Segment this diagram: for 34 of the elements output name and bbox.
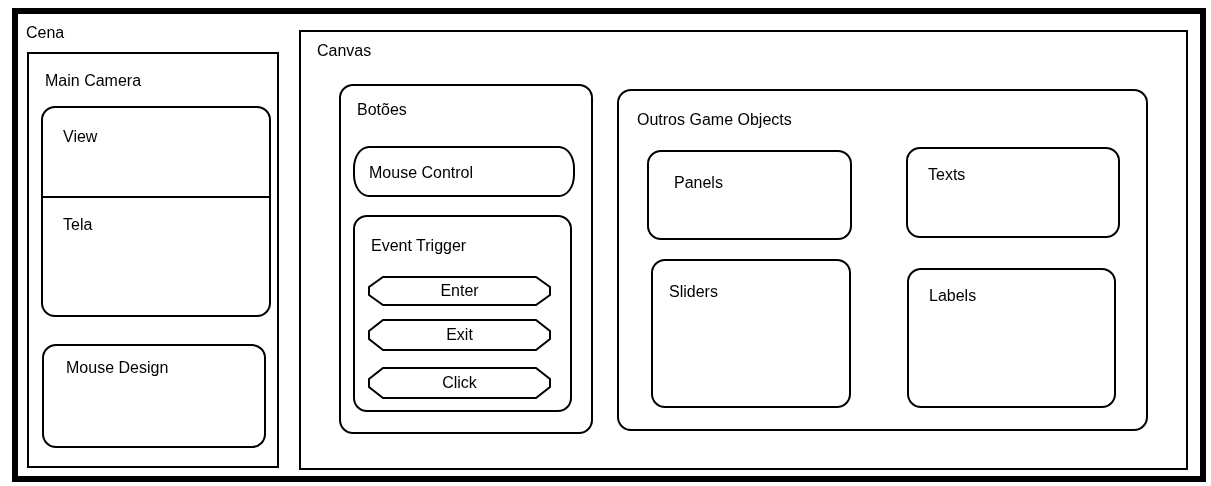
node-label: Mouse Control xyxy=(369,164,474,182)
node-label: Outros Game Objects xyxy=(637,111,792,129)
node-label: Botões xyxy=(357,101,407,119)
rounded-box xyxy=(906,147,1120,238)
node-label: Click xyxy=(441,374,478,392)
rounded-box xyxy=(907,268,1116,408)
node-label: Texts xyxy=(928,166,966,184)
node-label: Sliders xyxy=(669,283,718,301)
node-label: Canvas xyxy=(317,42,372,60)
rounded-box xyxy=(42,344,266,448)
hexagon-box xyxy=(369,320,550,350)
node-label: Mouse Design xyxy=(66,359,169,377)
node-label: Exit xyxy=(445,326,474,344)
rounded-box xyxy=(41,106,271,198)
rounded-box xyxy=(339,84,593,434)
rounded-box xyxy=(651,259,851,408)
node-label: Panels xyxy=(674,174,723,192)
rounded-box xyxy=(647,150,852,240)
node-label: Main Camera xyxy=(45,72,142,90)
scene-frame xyxy=(12,8,1206,482)
rounded-box xyxy=(353,146,575,197)
rounded-box xyxy=(41,196,271,317)
rounded-box xyxy=(617,89,1148,431)
node-label: Cena xyxy=(26,24,65,42)
container-panel xyxy=(299,30,1188,470)
node-label: View xyxy=(63,128,98,146)
rounded-box xyxy=(353,215,572,412)
hexagon-box xyxy=(369,368,550,398)
node-label: Enter xyxy=(439,282,480,300)
node-label: Tela xyxy=(63,216,93,234)
hexagon-box xyxy=(369,277,550,305)
node-label: Event Trigger xyxy=(371,237,467,255)
container-panel xyxy=(27,52,279,468)
node-label: Labels xyxy=(929,287,977,305)
